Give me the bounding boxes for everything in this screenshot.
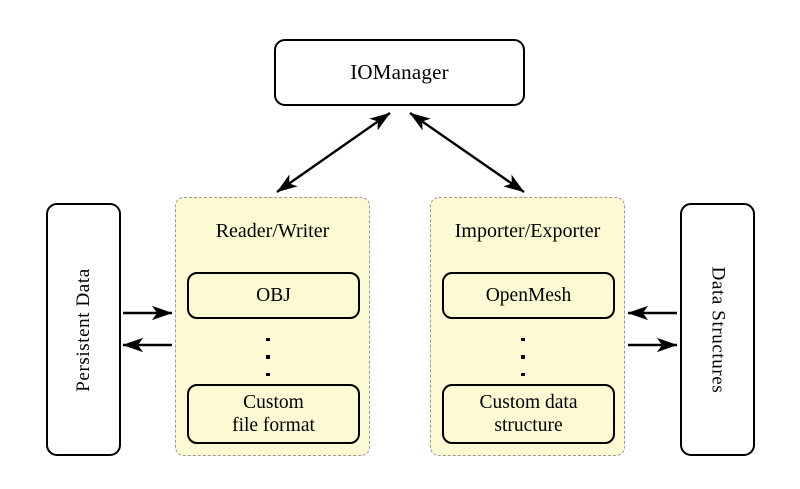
io-manager-node[interactable]: IOManager <box>274 39 525 106</box>
node-openmesh[interactable]: OpenMesh <box>442 272 615 319</box>
persistent-data-label: Persistent Data <box>72 267 94 392</box>
node-custom-data-structure-label-line-2: structure <box>494 415 563 436</box>
io-manager-label: IOManager <box>350 60 449 84</box>
group-importer-exporter-title: Importer/Exporter <box>454 220 601 242</box>
node-obj[interactable]: OBJ <box>187 272 360 319</box>
data-structures-node[interactable]: Data Structures <box>680 203 755 456</box>
group-importer-exporter: Importer/Exporter OpenMesh Custom data s… <box>430 197 625 456</box>
node-custom-file-format-label-line-1: Custom <box>243 392 304 413</box>
node-custom-data-structure[interactable]: Custom data structure <box>442 384 615 444</box>
group-reader-writer-title: Reader/Writer <box>215 220 330 242</box>
node-custom-data-structure-label-line-1: Custom data <box>479 392 578 413</box>
group-reader-writer: Reader/Writer OBJ Custom file format <box>175 197 370 456</box>
node-openmesh-label-line-1: OpenMesh <box>485 285 572 306</box>
node-obj-label-line-1: OBJ <box>256 285 291 306</box>
node-custom-file-format[interactable]: Custom file format <box>187 384 360 444</box>
importer-exporter-ellipsis-icon <box>519 338 527 376</box>
arrow-manager-reader-writer <box>276 112 391 193</box>
data-structures-label: Data Structures <box>707 266 729 393</box>
node-custom-file-format-label-line-2: file format <box>232 415 315 436</box>
arrow-manager-importer-exporter <box>409 112 525 193</box>
persistent-data-node[interactable]: Persistent Data <box>46 203 121 456</box>
reader-writer-ellipsis-icon <box>264 338 272 376</box>
